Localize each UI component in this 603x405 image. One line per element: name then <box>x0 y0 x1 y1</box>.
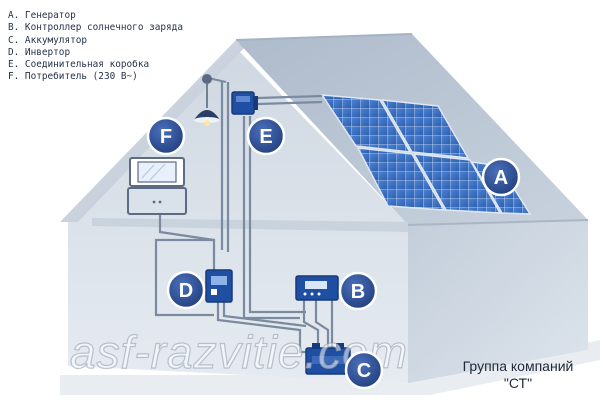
badge-e-label: E <box>259 126 272 148</box>
solar-panel-1 <box>320 94 412 153</box>
consumer-tv-cabinet <box>127 157 187 215</box>
badge-a-label: A <box>494 167 508 189</box>
legend-item-e: E. Соединительная коробка <box>8 59 150 71</box>
legend-item-c: C. Аккумулятор <box>8 34 88 46</box>
caption-line-2: "СТ" <box>503 375 533 391</box>
wiring <box>154 82 334 354</box>
cabinet <box>127 187 187 215</box>
legend-item-d: D. Инвертор <box>8 46 71 58</box>
badge-b: B <box>338 271 378 311</box>
ceiling-lamp <box>194 74 227 126</box>
legend: A. Генератор B. Контроллер солнечного за… <box>8 10 183 84</box>
company-caption: Группа компаний "СТ" <box>448 358 588 392</box>
ground-shadow <box>60 340 600 395</box>
badge-c: C <box>344 350 384 390</box>
badge-e: E <box>246 116 286 156</box>
roof-ridge <box>235 33 413 41</box>
badge-a: A <box>481 157 521 197</box>
badge-f-label: F <box>160 126 172 148</box>
junction-box <box>231 91 258 115</box>
badge-b-label: B <box>351 281 365 303</box>
solar-panel-2 <box>380 99 470 159</box>
legend-item-b: B. Контроллер солнечного заряда <box>8 22 183 34</box>
caption-line-1: Группа компаний <box>462 358 574 374</box>
solar-panel-4 <box>412 153 502 214</box>
inverter-unit <box>205 269 233 303</box>
solar-panel-3 <box>356 147 446 211</box>
charge-controller <box>295 275 339 301</box>
solar-panel-array <box>320 94 532 215</box>
badge-f: F <box>146 116 186 156</box>
legend-item-a: A. Генератор <box>8 10 76 21</box>
roof-eave <box>407 219 589 226</box>
house-side-wall <box>408 220 588 383</box>
badge-d-label: D <box>179 280 193 302</box>
badge-c-label: C <box>357 360 371 382</box>
badge-d: D <box>166 270 206 310</box>
legend-item-f: F. Потребитель (230 В~) <box>8 71 138 83</box>
